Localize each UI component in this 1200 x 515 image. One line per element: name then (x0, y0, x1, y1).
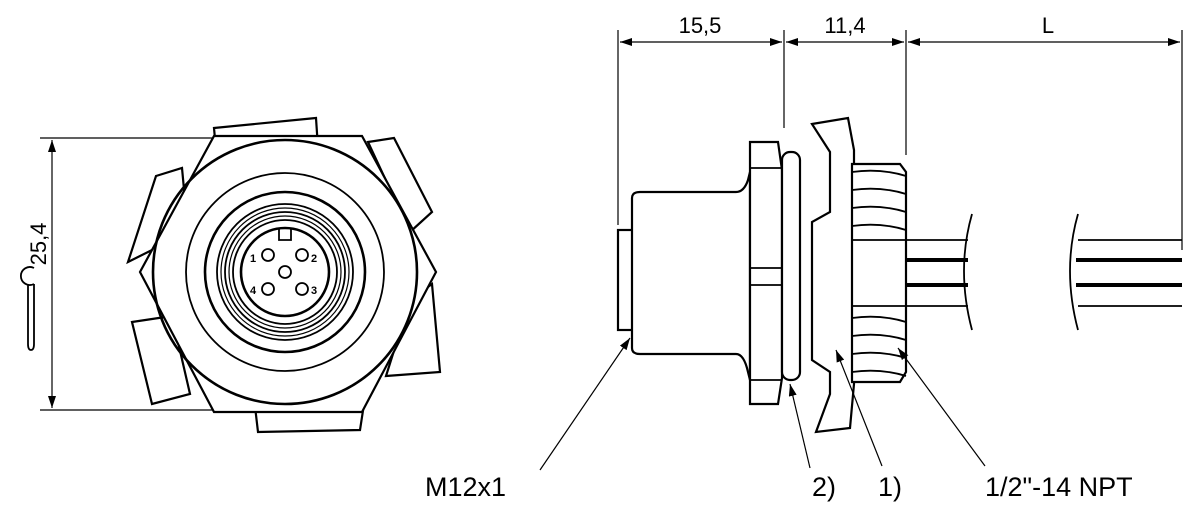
callout-npt: 1/2"-14 NPT (985, 472, 1133, 502)
o-ring (780, 150, 802, 382)
side-view: 15,5 11,4 L (425, 13, 1183, 502)
pin-label-2: 2 (311, 253, 317, 265)
leader-item-1 (835, 349, 883, 467)
leader-item-2 (788, 383, 811, 469)
lock-washer (810, 116, 856, 434)
npt-thread (850, 162, 908, 384)
cable (906, 213, 1182, 331)
pin-label-3: 3 (311, 285, 317, 297)
callout-m12x1: M12x1 (425, 472, 506, 502)
flange-nut (748, 140, 784, 406)
leader-m12 (539, 337, 631, 471)
callout-item-1: 1) (878, 472, 902, 502)
dimension-label-11-4: 11,4 (824, 13, 865, 38)
hex-nut (138, 134, 438, 414)
front-view: 25,4 (20, 116, 442, 434)
height-dimension: 25,4 (26, 137, 270, 411)
leader-npt (897, 347, 986, 467)
pin-label-1: 1 (250, 253, 256, 265)
callout-item-2: 2) (812, 472, 836, 502)
height-dimension-label: 25,4 (26, 223, 51, 266)
pin-label-4: 4 (250, 285, 257, 297)
socket-body (630, 171, 752, 381)
wrench-icon (20, 266, 35, 351)
dimension-label-l: L (1042, 13, 1054, 38)
connector-face (151, 138, 419, 406)
dimension-label-15-5: 15,5 (679, 13, 722, 38)
